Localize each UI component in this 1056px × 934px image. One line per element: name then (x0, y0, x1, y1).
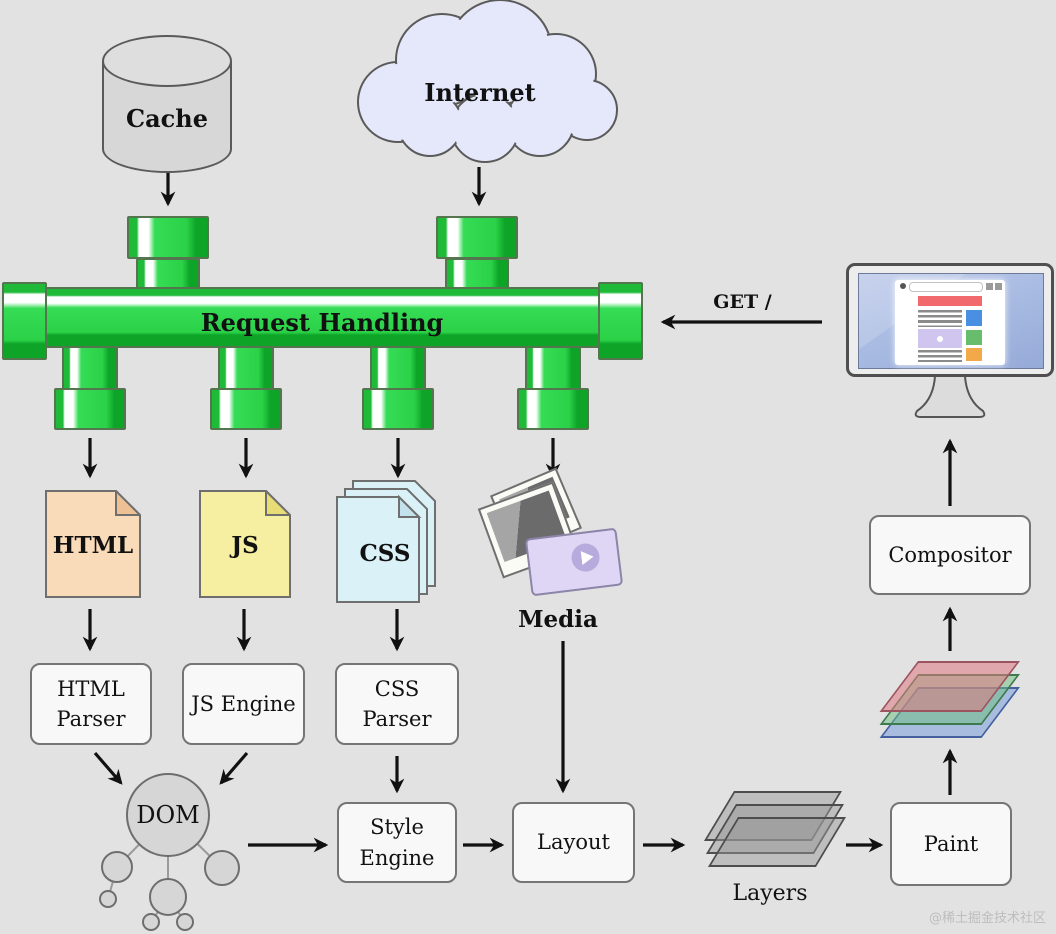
dom-child-circle (101, 851, 133, 883)
pipe-inlet-neck (445, 258, 509, 292)
style-engine-box: Style Engine (337, 802, 457, 883)
pipe-outlet-cap (362, 388, 434, 430)
document-icon (199, 488, 293, 598)
video-icon (524, 527, 624, 597)
page-banner (918, 296, 982, 306)
css-parser-box: CSS Parser (335, 663, 459, 745)
pipe-inlet-cap (436, 216, 518, 259)
dom-leaf-circle (142, 913, 160, 931)
paint-box: Paint (890, 802, 1012, 886)
arrow-jsengine-to-dom (219, 751, 249, 785)
play-triangle (580, 549, 595, 565)
image-dot-icon (937, 336, 943, 342)
cache-label: Cache (126, 103, 208, 133)
media-label: Media (518, 605, 598, 633)
document-icon (45, 488, 143, 598)
js-file-label: JS (231, 531, 259, 559)
dom-child-circle (149, 878, 187, 916)
pipe-inlet-cap (127, 216, 209, 259)
pipe-outlet-cap (517, 388, 589, 430)
html-file-node: HTML (45, 488, 143, 598)
page-blue-block (966, 310, 982, 326)
html-file-label: HTML (52, 531, 134, 559)
dom-child-circle (204, 850, 240, 886)
pipe-outlet-cap (210, 388, 282, 430)
browser-dot-icon (900, 283, 906, 289)
layers-label: Layers (732, 880, 808, 906)
monitor-stand-icon (914, 375, 986, 418)
css-file-node: CSS (336, 480, 454, 604)
pipe-main-body (44, 287, 600, 348)
internet-node: Internet (340, 0, 625, 168)
js-engine-box: JS Engine (182, 663, 305, 745)
browser-button-icon (986, 283, 993, 290)
js-file-node: JS (199, 488, 293, 598)
dom-leaf-circle (99, 890, 117, 908)
arrow-htmlparser-to-dom (93, 751, 123, 785)
pipe-end-cap-right (598, 282, 643, 360)
layout-box: Layout (512, 802, 635, 883)
dom-circle: DOM (126, 773, 210, 857)
play-icon (569, 541, 602, 574)
pipe-end-cap-left (2, 282, 47, 360)
cloud-icon (357, 0, 618, 163)
compositor-box: Compositor (869, 515, 1031, 595)
page-text-lines (918, 310, 962, 327)
pipe-outlet-neck (218, 346, 274, 390)
dom-leaf-circle (176, 913, 194, 931)
document-stack-icon (336, 480, 436, 603)
cache-node: Cache (102, 35, 232, 177)
pipe-outlet-neck (62, 346, 118, 390)
watermark: @稀土掘金技术社区 (928, 911, 1046, 926)
html-parser-box: HTML Parser (30, 663, 152, 745)
page-green-block (966, 330, 982, 345)
page-image-block (918, 329, 962, 348)
pipe-label: Request Handling (200, 307, 444, 337)
pipe-outlet-cap (54, 388, 126, 430)
get-request-label: GET / (713, 291, 772, 313)
address-bar (909, 282, 983, 292)
page-text-lines (918, 350, 962, 362)
database-cylinder-top-icon (102, 35, 232, 87)
pipe-outlet-neck (370, 346, 426, 390)
css-file-label: CSS (359, 539, 411, 567)
pipe-inlet-neck (136, 258, 200, 292)
internet-label: Internet (424, 77, 536, 107)
browser-window-mockup (895, 280, 1005, 365)
page-orange-block (966, 348, 982, 361)
pipe-outlet-neck (525, 346, 581, 390)
browser-button-icon (995, 283, 1002, 290)
